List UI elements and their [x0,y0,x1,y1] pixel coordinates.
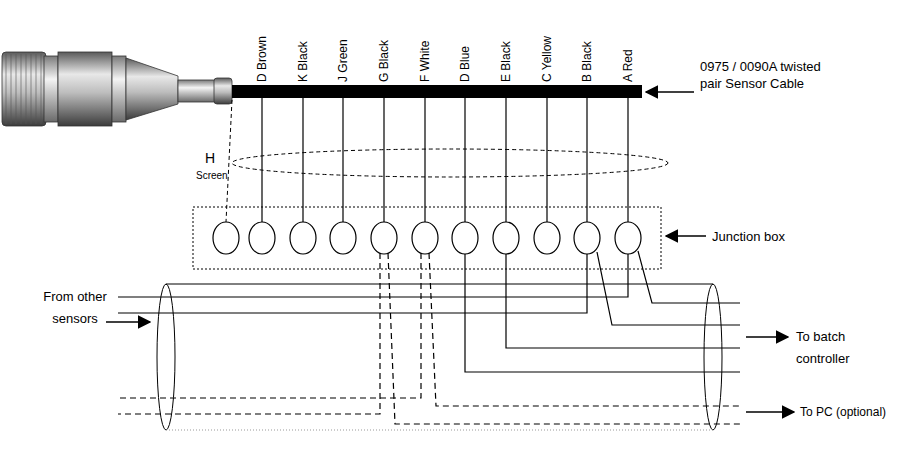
pc-wire [118,253,380,414]
knurling [41,54,42,124]
screen-drain [226,100,232,222]
terminal [249,222,275,254]
sensor-cable [232,85,642,98]
knurling [31,54,32,124]
trunk-cable [157,284,722,430]
twisted-pair-bracket [232,149,668,177]
wire-label: E Black [499,41,513,82]
knurling [36,54,37,124]
bus-wire [118,254,628,297]
knurling [16,54,17,124]
wire-label: F White [418,41,432,82]
wire-drop [627,98,628,222]
pc-wire [118,253,740,424]
connector-plug [178,80,216,102]
pc-wire [429,253,740,406]
leader-arrow [106,92,794,412]
wire-drop [546,98,547,222]
bus-wire [597,252,740,325]
wire-drop [424,98,425,222]
wire-label: A Red [621,49,635,82]
knurling [26,54,27,124]
wire-drop [505,98,506,222]
terminal [290,222,316,254]
bus-wire [118,251,740,372]
junction-box [193,207,661,269]
pc-wire [388,253,740,424]
terminal [330,222,356,254]
terminal [574,222,600,254]
terminal [493,222,519,254]
terminal [213,222,641,254]
wire-drop [302,98,303,222]
wire-drop [383,98,384,222]
bus-wire [118,254,587,313]
junction-box-label: Junction box [712,228,785,245]
wire-label: G Black [377,40,391,82]
knurling [11,54,12,124]
leader-arrow [746,336,788,338]
trunk-cable [166,430,713,431]
trunk-cable [704,284,722,430]
trunk-cable [166,284,713,285]
wire-drop [464,98,465,222]
terminal [412,222,438,254]
cable-label: 0975 / 0090A twisted pair Sensor Cable [700,58,825,92]
wire-drop [586,98,587,222]
leader-arrow [646,91,694,93]
leader-arrow [746,411,794,413]
terminal [534,222,560,254]
wire-label: K Black [296,41,310,82]
connector-plug [58,52,112,126]
wire-drop [262,98,628,222]
leader-arrow [106,321,150,323]
wire-label: B Black [580,41,594,82]
bus-wire [638,251,740,303]
destination-label: To batch controller [796,326,884,370]
bus-wire [506,254,740,348]
leader-arrow [666,235,706,237]
terminal [452,222,478,254]
terminal [371,222,397,254]
wire-label: D Blue [458,46,472,82]
knurling [6,54,41,124]
terminal [615,222,641,254]
wire-drop [342,98,343,222]
knurling [21,54,22,124]
connector-plug [126,58,178,120]
screen-label: Screen [196,167,228,184]
terminal [213,222,239,254]
wire-label: C Yellow [540,36,554,82]
destination-label: To PC (optional) [800,404,886,421]
wire-label: J Green [336,39,350,82]
connector-plug [2,52,232,126]
bus-wire [465,254,740,372]
connector-plug [112,56,126,122]
pin-letter: H [205,150,215,167]
source-label: From other sensors [38,286,112,330]
connector-plug [2,52,46,126]
pc-wire [118,253,421,398]
knurling [6,54,7,124]
connector-plug [44,56,58,122]
connector-plug [214,78,232,104]
wire-label: D Brown [255,36,269,82]
wire-drop [261,98,262,222]
trunk-cable [157,284,175,430]
